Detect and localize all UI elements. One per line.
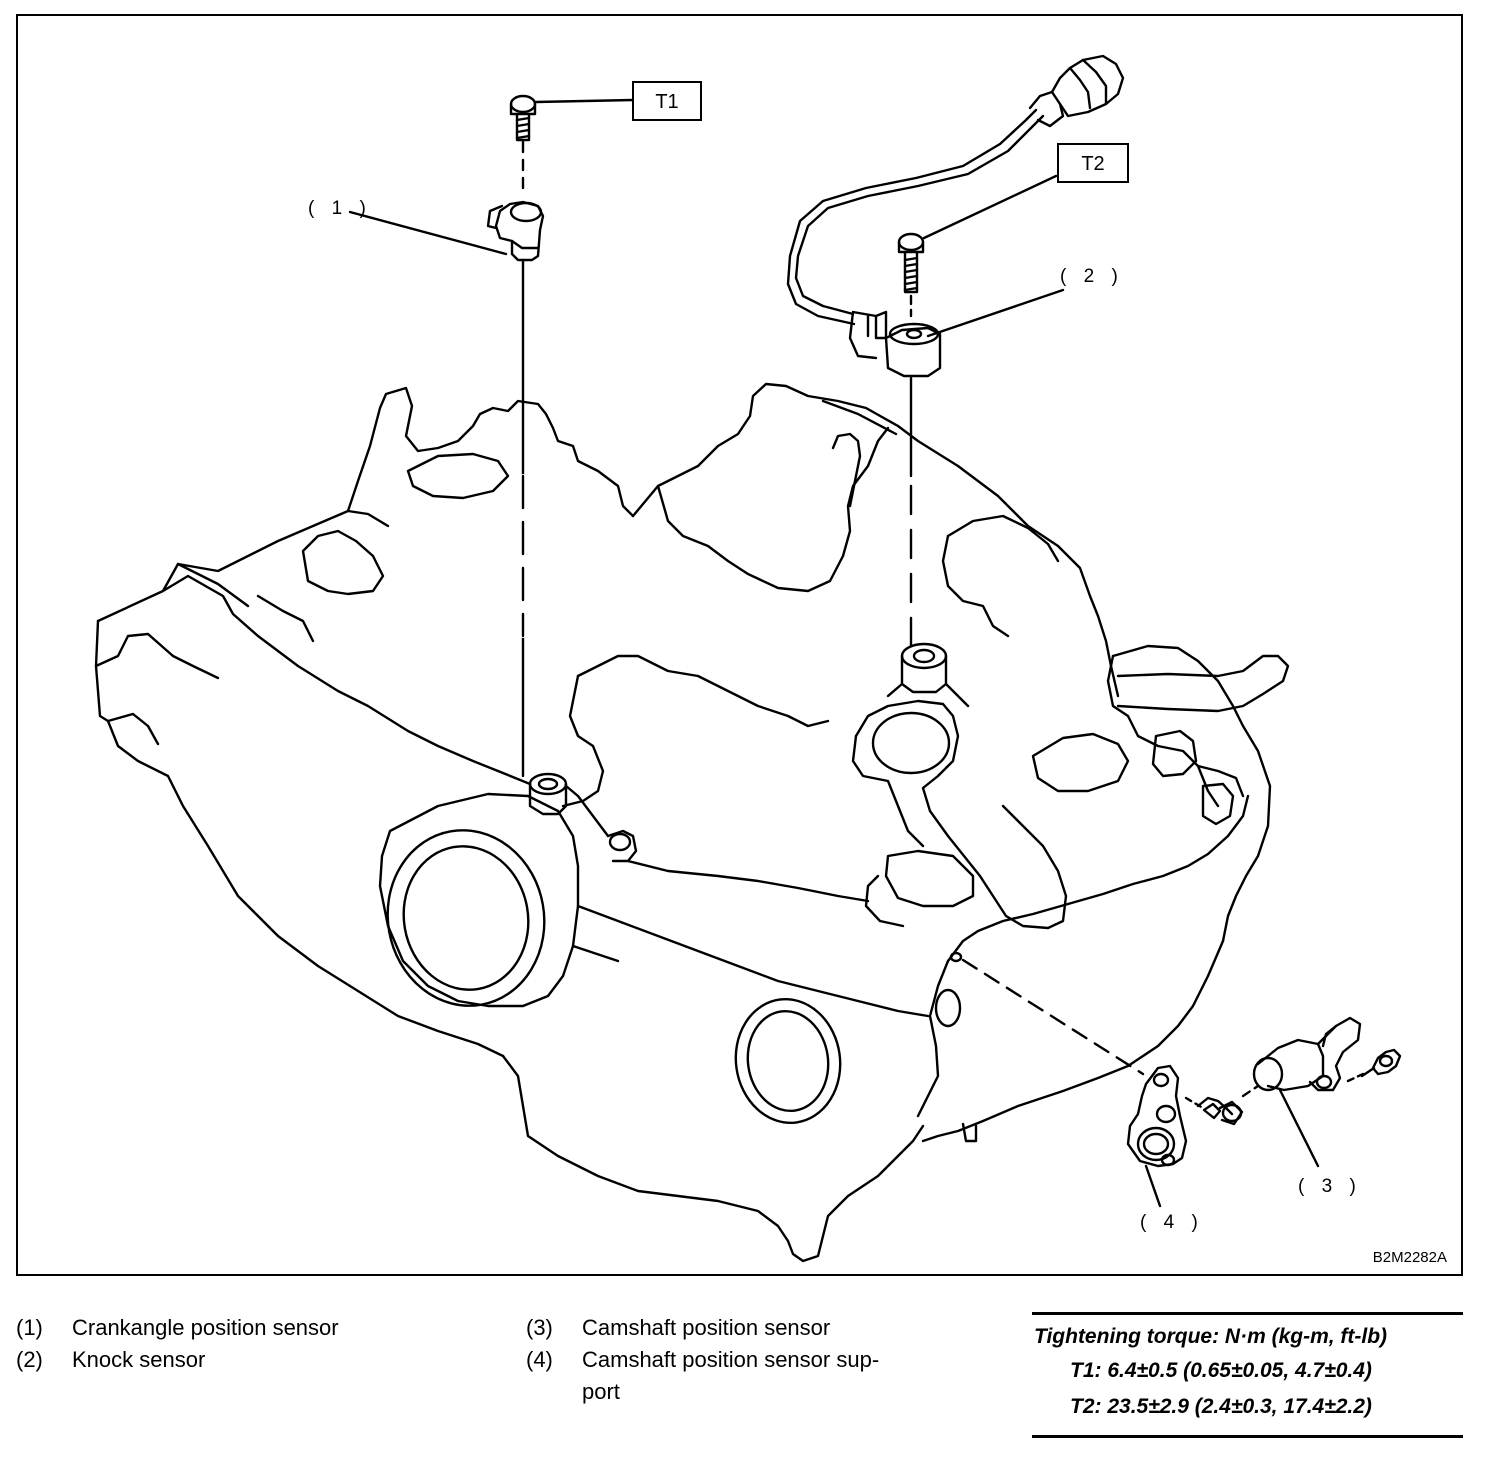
legend-item: (4) Camshaft position sensor sup- port [526, 1344, 946, 1408]
svg-text:T1: T1 [655, 91, 678, 113]
tightening-torque-box: Tightening torque: N·m (kg-m, ft-lb) T1:… [1032, 1312, 1463, 1438]
figure-code: B2M2282A [1372, 1249, 1447, 1266]
legend-item: (1) Crankangle position sensor [16, 1312, 486, 1344]
bolt-t1-drawing [509, 94, 537, 142]
engine-sensor-diagram: T1 T2 ( 1 ) ( 2 ) ( 3 ) ( 4 ) [94, 54, 1402, 1263]
knock-sensor-wire-harness [786, 54, 1125, 326]
bolt-cam-sensor-drawing [1360, 1048, 1402, 1078]
camshaft-sensor-drawing [1252, 1016, 1362, 1092]
legend-number: (4) [526, 1347, 553, 1372]
legend-item: (3) Camshaft position sensor [526, 1312, 946, 1344]
callout-2: ( 2 ) [1060, 266, 1124, 287]
legend-left: (1) Crankangle position sensor (2) Knock… [16, 1312, 486, 1376]
torque-title: Tightening torque: N·m (kg-m, ft-lb) [1034, 1325, 1388, 1348]
legend-text: Knock sensor [72, 1347, 206, 1372]
torque-t1: T1: 6.4±0.5 (0.65±0.05, 4.7±0.4) [1070, 1359, 1372, 1382]
torque-tag-t1: T1 [632, 81, 702, 121]
legend-text: Camshaft position sensor [582, 1315, 831, 1340]
camshaft-sensor-support-drawing [1126, 1064, 1188, 1168]
crankangle-sensor-drawing [486, 200, 545, 262]
legend-number: (3) [526, 1315, 553, 1340]
torque-tag-t2: T2 [1057, 143, 1129, 183]
cam-pulley [734, 997, 842, 1125]
crank-pulley [378, 792, 580, 1008]
legend-item: (2) Knock sensor [16, 1344, 486, 1376]
legend-right: (3) Camshaft position sensor (4) Camshaf… [526, 1312, 946, 1408]
exploded-view-figure: T1 T2 ( 1 ) ( 2 ) ( 3 ) ( 4 ) B2M2282A [16, 14, 1463, 1276]
knock-sensor-drawing [848, 310, 942, 378]
svg-text:T2: T2 [1081, 153, 1104, 175]
callout-4: ( 4 ) [1140, 1212, 1204, 1233]
torque-t2: T2: 23.5±2.9 (2.4±0.3, 17.4±2.2) [1070, 1395, 1372, 1418]
engine-block-outline [94, 382, 1290, 1263]
callout-3: ( 3 ) [1298, 1176, 1362, 1197]
legend-text: Camshaft position sensor sup- port [582, 1347, 880, 1404]
bolt-t2-drawing [897, 232, 925, 294]
legend-text: Crankangle position sensor [72, 1315, 339, 1340]
callout-1: ( 1 ) [308, 198, 372, 219]
bolt-support-drawing [1196, 1096, 1244, 1126]
legend-number: (2) [16, 1347, 43, 1372]
legend-number: (1) [16, 1315, 43, 1340]
